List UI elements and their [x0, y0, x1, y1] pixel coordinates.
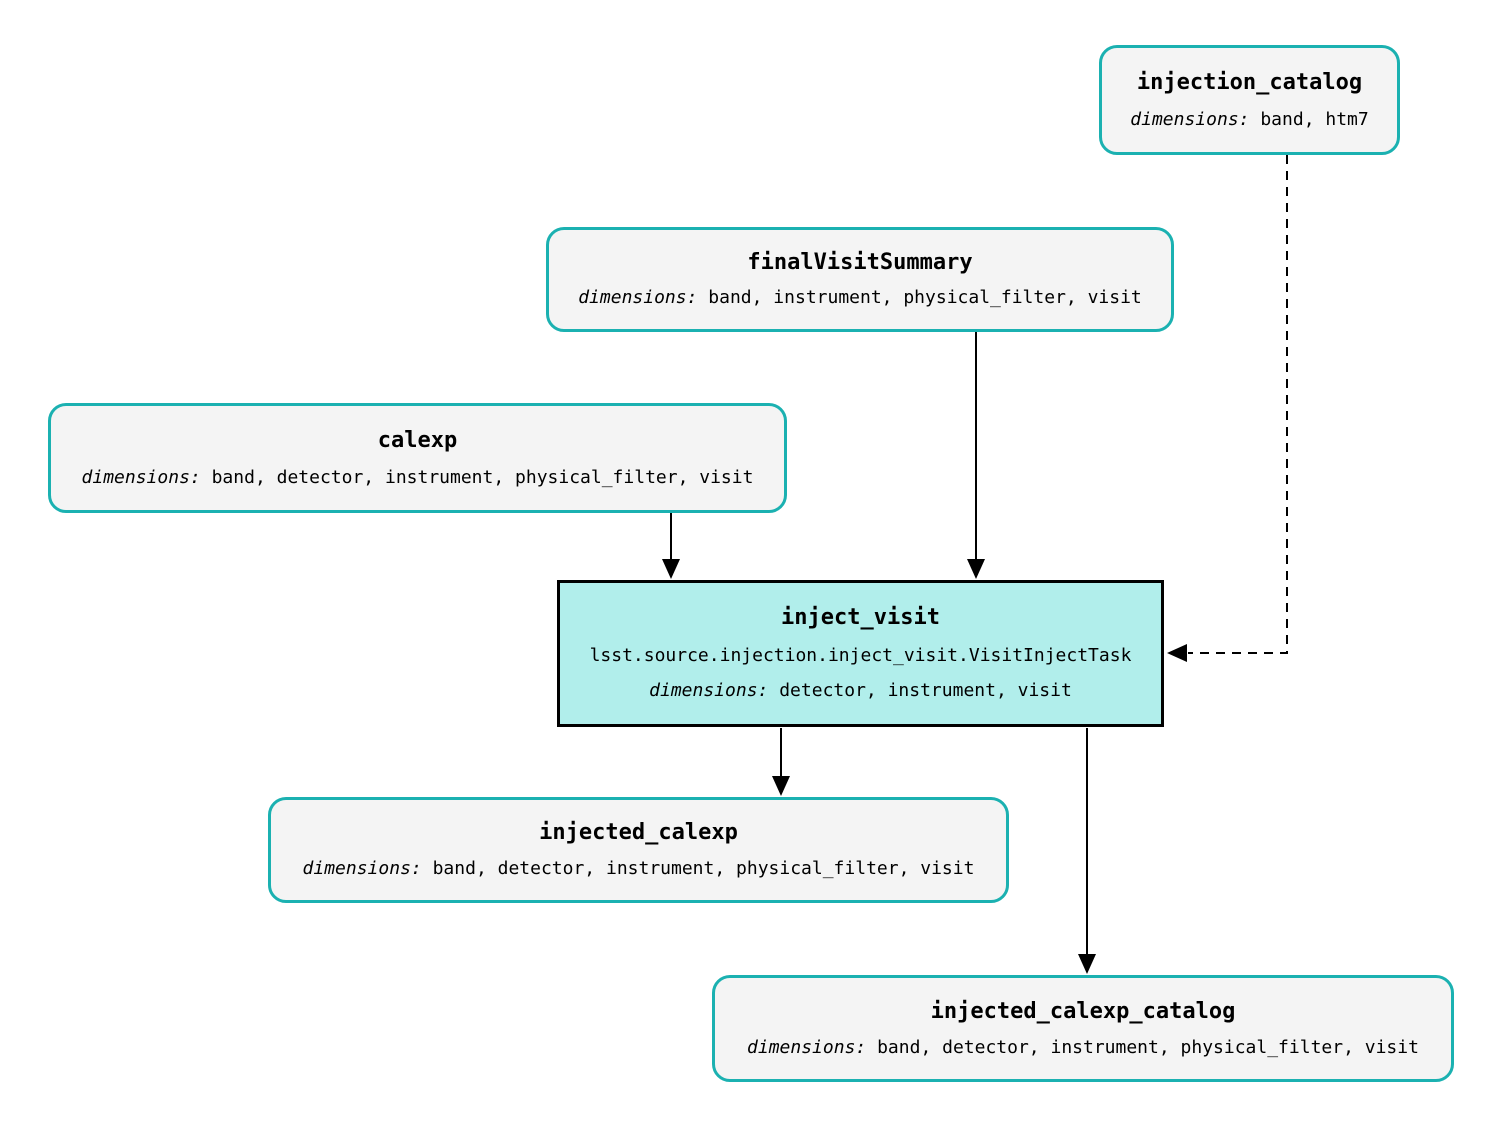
dimensions-label: dimensions: — [649, 679, 769, 701]
edge-injection-catalog-to-inject-visit — [1167, 155, 1288, 662]
dataset-node-injected-calexp-catalog: injected_calexp_catalog dimensions: band… — [712, 975, 1454, 1082]
arrowhead-icon — [1167, 644, 1187, 662]
task-class: lsst.source.injection.inject_visit.Visit… — [589, 644, 1132, 666]
dataset-node-injected-calexp: injected_calexp dimensions: band, detect… — [268, 797, 1009, 903]
node-dimensions: dimensions: band, detector, instrument, … — [747, 1036, 1419, 1058]
dimensions-label: dimensions: — [302, 857, 422, 879]
dimensions-label: dimensions: — [578, 287, 698, 309]
edge-inject-visit-to-injected-calexp-catalog — [1078, 728, 1096, 974]
dimensions-value: band, instrument, physical_filter, visit — [708, 287, 1142, 309]
dimensions-value: detector, instrument, visit — [779, 679, 1072, 701]
arrowhead-icon — [1078, 954, 1096, 974]
node-dimensions: dimensions: band, detector, instrument, … — [302, 857, 975, 879]
dimensions-label: dimensions: — [81, 466, 201, 488]
arrowhead-icon — [662, 559, 680, 579]
dataset-node-finalVisitSummary: finalVisitSummary dimensions: band, inst… — [546, 227, 1174, 332]
edge-finalVisitSummary-to-inject-visit — [967, 332, 985, 579]
dimensions-value: band, detector, instrument, physical_fil… — [877, 1036, 1419, 1058]
arrowhead-icon — [967, 559, 985, 579]
node-title: injected_calexp — [539, 820, 738, 846]
edge-inject-visit-to-injected-calexp — [772, 728, 790, 796]
node-dimensions: dimensions: band, htm7 — [1130, 108, 1369, 130]
node-title: injection_catalog — [1136, 69, 1363, 95]
dataset-node-injection-catalog: injection_catalog dimensions: band, htm7 — [1099, 45, 1400, 155]
dimensions-label: dimensions: — [747, 1036, 867, 1058]
dimensions-value: band, htm7 — [1260, 108, 1369, 130]
node-title: inject_visit — [781, 605, 940, 631]
arrowhead-icon — [772, 776, 790, 796]
node-dimensions: dimensions: band, detector, instrument, … — [81, 466, 754, 488]
node-dimensions: dimensions: detector, instrument, visit — [649, 679, 1072, 701]
dimensions-label: dimensions: — [1130, 108, 1250, 130]
edge-calexp-to-inject-visit — [662, 513, 680, 579]
node-dimensions: dimensions: band, instrument, physical_f… — [578, 288, 1142, 308]
dimensions-value: band, detector, instrument, physical_fil… — [432, 857, 975, 879]
node-title: calexp — [377, 427, 458, 453]
node-title: finalVisitSummary — [747, 250, 973, 275]
dimensions-value: band, detector, instrument, physical_fil… — [211, 466, 754, 488]
dataset-node-calexp: calexp dimensions: band, detector, instr… — [48, 403, 787, 513]
task-node-inject-visit: inject_visit lsst.source.injection.injec… — [557, 580, 1164, 727]
node-title: injected_calexp_catalog — [930, 998, 1236, 1024]
